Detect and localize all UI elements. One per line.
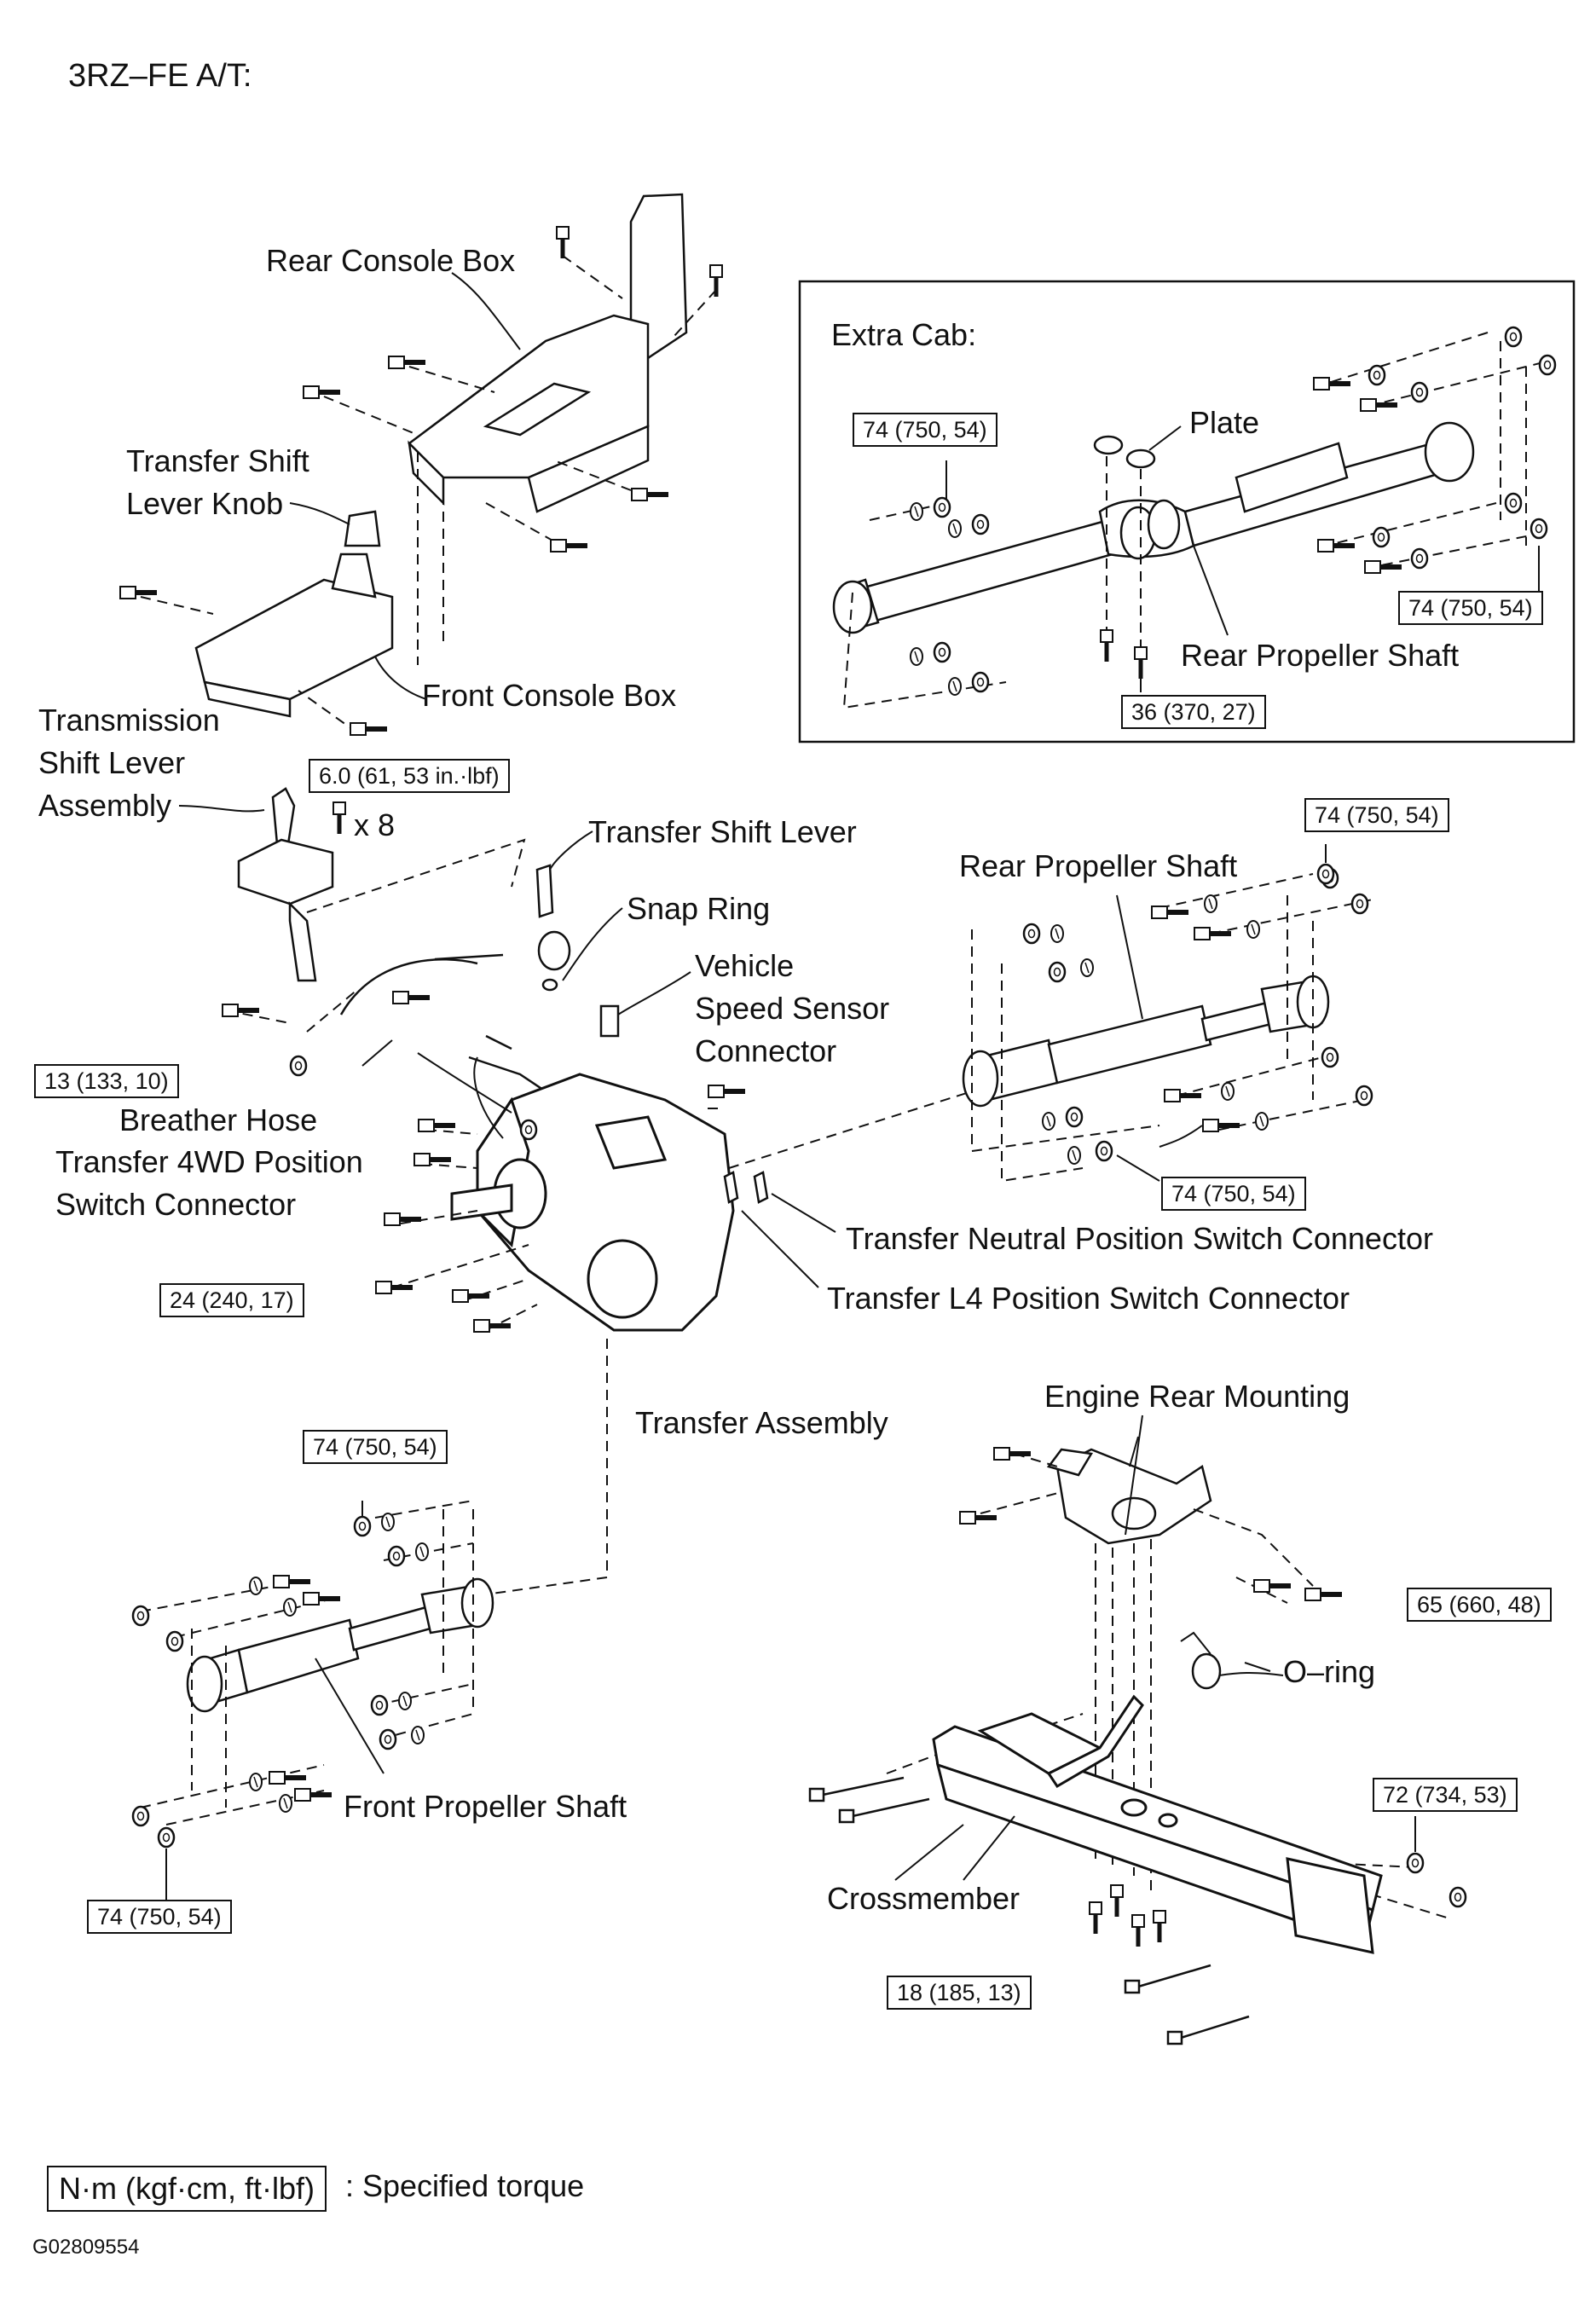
- transfer-l4-label: Transfer L4 Position Switch Connector: [827, 1281, 1350, 1316]
- transmission-shift-lever-label-line3: Assembly: [38, 788, 172, 823]
- breather-torque: 13 (133, 10): [34, 1064, 179, 1098]
- extra-cab-panel: [798, 280, 1576, 743]
- figure-code: G02809554: [32, 2236, 140, 2259]
- extra-cab-title: Extra Cab:: [831, 317, 977, 352]
- transmission-shift-lever-label-line1: Transmission: [38, 703, 220, 738]
- transfer-4wd-label-line2: Switch Connector: [55, 1187, 297, 1222]
- engine-mount-torque: 65 (660, 48): [1407, 1588, 1552, 1622]
- extra-cab-torque-bottom: 36 (370, 27): [1121, 695, 1266, 729]
- front-console-box-label: Front Console Box: [422, 678, 677, 713]
- transmission-shift-lever-icon: [237, 787, 334, 982]
- plate-label: Plate: [1189, 405, 1260, 440]
- transfer-shift-lever-knob-label-line1: Transfer Shift: [126, 443, 309, 478]
- transfer-4wd-label-line1: Transfer 4WD Position: [55, 1144, 363, 1179]
- rear-console-box-icon: [408, 193, 688, 513]
- shift-lever-torque: 6.0 (61, 53 in.·lbf): [309, 759, 510, 793]
- crossmember-icon: [932, 1694, 1383, 1954]
- extra-cab-torque-top-left: 74 (750, 54): [853, 413, 998, 447]
- transfer-shift-lever-icon: [535, 864, 620, 1038]
- rear-shaft-torque-bottom: 74 (750, 54): [1161, 1177, 1306, 1211]
- torque-unit-legend: N·m (kgf·cm, ft·lbf): [47, 2166, 327, 2212]
- front-propeller-shaft-icon: [186, 1577, 494, 1713]
- extra-cab-shaft-icon: [832, 421, 1475, 634]
- crossmember-label: Crossmember: [827, 1881, 1021, 1916]
- breather-hose-label: Breather Hose: [119, 1102, 318, 1137]
- rear-shaft-torque-top: 74 (750, 54): [1304, 798, 1449, 832]
- engine-rear-mounting-icon: [1046, 1448, 1212, 1545]
- vehicle-speed-sensor-label-line1: Vehicle: [695, 948, 795, 983]
- vehicle-speed-sensor-label-line3: Connector: [695, 1033, 837, 1068]
- front-shaft-torque-bottom: 74 (750, 54): [87, 1900, 232, 1934]
- transfer-bolts-torque: 24 (240, 17): [159, 1283, 304, 1317]
- transmission-shift-lever-label-line2: Shift Lever: [38, 745, 186, 780]
- transfer-assembly-label: Transfer Assembly: [635, 1405, 888, 1440]
- page-title: 3RZ–FE A/T:: [68, 58, 252, 94]
- crossmember-bottom-torque: 18 (185, 13): [887, 1976, 1032, 2010]
- extra-cab-rear-propeller-shaft-label: Rear Propeller Shaft: [1181, 638, 1460, 673]
- rear-console-box-label: Rear Console Box: [266, 243, 516, 278]
- o-ring-label: O–ring: [1283, 1654, 1376, 1689]
- crossmember-right-torque: 72 (734, 53): [1373, 1778, 1518, 1812]
- rear-propeller-shaft-label: Rear Propeller Shaft: [959, 848, 1238, 883]
- vehicle-speed-sensor-label-line2: Speed Sensor: [695, 991, 890, 1026]
- front-shaft-torque-top: 74 (750, 54): [303, 1430, 448, 1464]
- extra-cab-torque-right: 74 (750, 54): [1398, 591, 1543, 625]
- snap-ring-label: Snap Ring: [627, 891, 771, 926]
- torque-legend-description: : Specified torque: [345, 2168, 585, 2203]
- times-eight-label: x 8: [354, 807, 396, 842]
- transfer-assembly-icon: [450, 1073, 735, 1332]
- engine-rear-mounting-label: Engine Rear Mounting: [1044, 1379, 1350, 1414]
- transfer-neutral-label: Transfer Neutral Position Switch Connect…: [846, 1221, 1433, 1256]
- rear-propeller-shaft-icon: [962, 975, 1330, 1108]
- transfer-shift-lever-label: Transfer Shift Lever: [588, 814, 857, 849]
- front-console-box-icon: [194, 510, 394, 718]
- transfer-shift-lever-knob-label-line2: Lever Knob: [126, 486, 284, 521]
- front-propeller-shaft-label: Front Propeller Shaft: [344, 1789, 627, 1824]
